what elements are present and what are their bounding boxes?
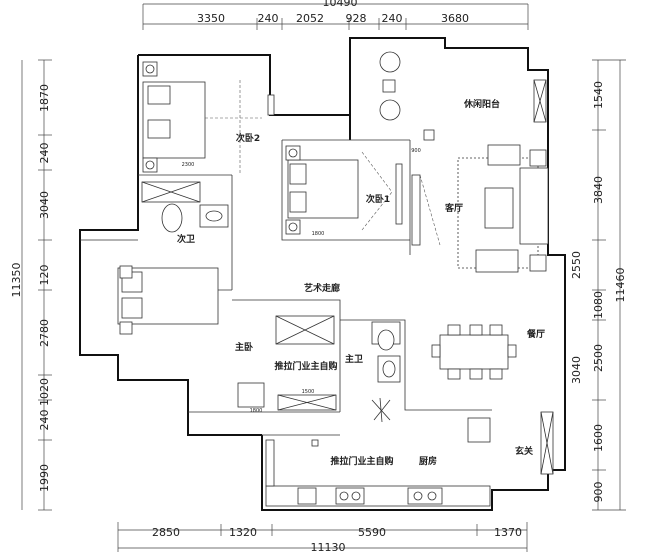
bottom-total-dim: 11130 <box>311 541 346 553</box>
top-dim-3: 2052 <box>296 12 324 25</box>
bottom-dim-3: 5590 <box>358 526 386 539</box>
right-total-dim: 11460 <box>614 268 627 303</box>
note-bed2-width: 2300 <box>182 162 195 168</box>
right-dim-6: 3040 <box>570 356 583 384</box>
note-master-width: 1500 <box>302 389 315 395</box>
top-dim-2: 240 <box>258 12 279 25</box>
bed-bedroom1 <box>285 145 403 235</box>
right-dim-5: 2500 <box>592 344 605 372</box>
bottom-dim-1: 2850 <box>152 526 180 539</box>
note-master-width-2: 1800 <box>250 408 263 414</box>
right-dim-1: 1540 <box>592 81 605 109</box>
note-door-width: 900 <box>411 148 421 154</box>
label-dining-room: 餐厅 <box>526 328 545 340</box>
bed-master <box>117 265 265 408</box>
master-bath-fixtures <box>371 321 401 423</box>
closets <box>275 315 337 411</box>
left-dim-8: 1990 <box>38 464 51 492</box>
left-dimensions: 11350 1870 240 3040 120 2780 1020 240 19… <box>10 59 52 511</box>
top-dim-5: 240 <box>382 12 403 25</box>
left-dim-3: 3040 <box>38 191 51 219</box>
right-dim-7: 1600 <box>592 424 605 452</box>
label-entrance: 玄关 <box>515 445 533 457</box>
right-dimensions: 1540 3840 2550 1080 2500 3040 1600 900 1… <box>570 59 627 511</box>
walls <box>79 37 566 511</box>
bed-bedroom2 <box>142 61 275 175</box>
left-dim-7: 240 <box>38 410 51 431</box>
top-dim-1: 3350 <box>197 12 225 25</box>
kitchen-counters <box>265 439 491 507</box>
bottom-dimensions: 2850 1320 5590 1370 11130 <box>117 522 528 553</box>
right-dim-4: 1080 <box>592 291 605 319</box>
note-bed1-width: 1800 <box>312 231 325 237</box>
label-master-bath: 主卫 <box>345 353 363 365</box>
label-sliding-door-2: 推拉门业主自购 <box>330 455 393 467</box>
right-dim-2: 3840 <box>592 176 605 204</box>
label-sliding-door-1: 推拉门业主自购 <box>274 360 337 372</box>
label-kitchen: 厨房 <box>419 455 437 467</box>
label-art-corridor: 艺术走廊 <box>304 282 340 294</box>
label-bedroom1: 次卧1 <box>366 193 390 205</box>
small-notes: 2300 1800 1500 1800 900 <box>182 148 421 414</box>
label-bedroom2: 次卧2 <box>236 132 260 144</box>
balcony-chairs <box>379 51 547 141</box>
bottom-dim-4: 1370 <box>494 526 522 539</box>
left-dim-1: 1870 <box>38 84 51 112</box>
label-master-bedroom: 主卧 <box>235 341 253 353</box>
left-dim-5: 2780 <box>38 319 51 347</box>
top-dim-4: 928 <box>346 12 367 25</box>
left-total-dim: 11350 <box>10 263 23 298</box>
left-dim-4: 120 <box>38 265 51 286</box>
top-dimensions: 10490 3350 240 2052 928 240 3680 <box>142 0 529 30</box>
right-dim-3: 2550 <box>570 251 583 279</box>
bottom-dim-2: 1320 <box>229 526 257 539</box>
left-dim-6: 1020 <box>38 378 51 406</box>
top-total-dim: 10490 <box>323 0 358 9</box>
label-second-bath: 次卫 <box>177 233 195 245</box>
dining-table <box>431 324 517 380</box>
room-labels: 次卧2 次卧1 休闲阳台 客厅 次卫 艺术走廊 主卧 推拉门业主自购 主卫 餐厅… <box>177 98 545 467</box>
label-leisure-balcony: 休闲阳台 <box>463 98 500 110</box>
top-dim-6: 3680 <box>441 12 469 25</box>
label-living-room: 客厅 <box>444 202 463 214</box>
entrance-cabinet <box>467 411 554 475</box>
right-dim-8: 900 <box>592 482 605 503</box>
living-room-set <box>411 144 549 273</box>
second-bath-fixtures <box>141 181 229 233</box>
left-dim-2: 240 <box>38 143 51 164</box>
